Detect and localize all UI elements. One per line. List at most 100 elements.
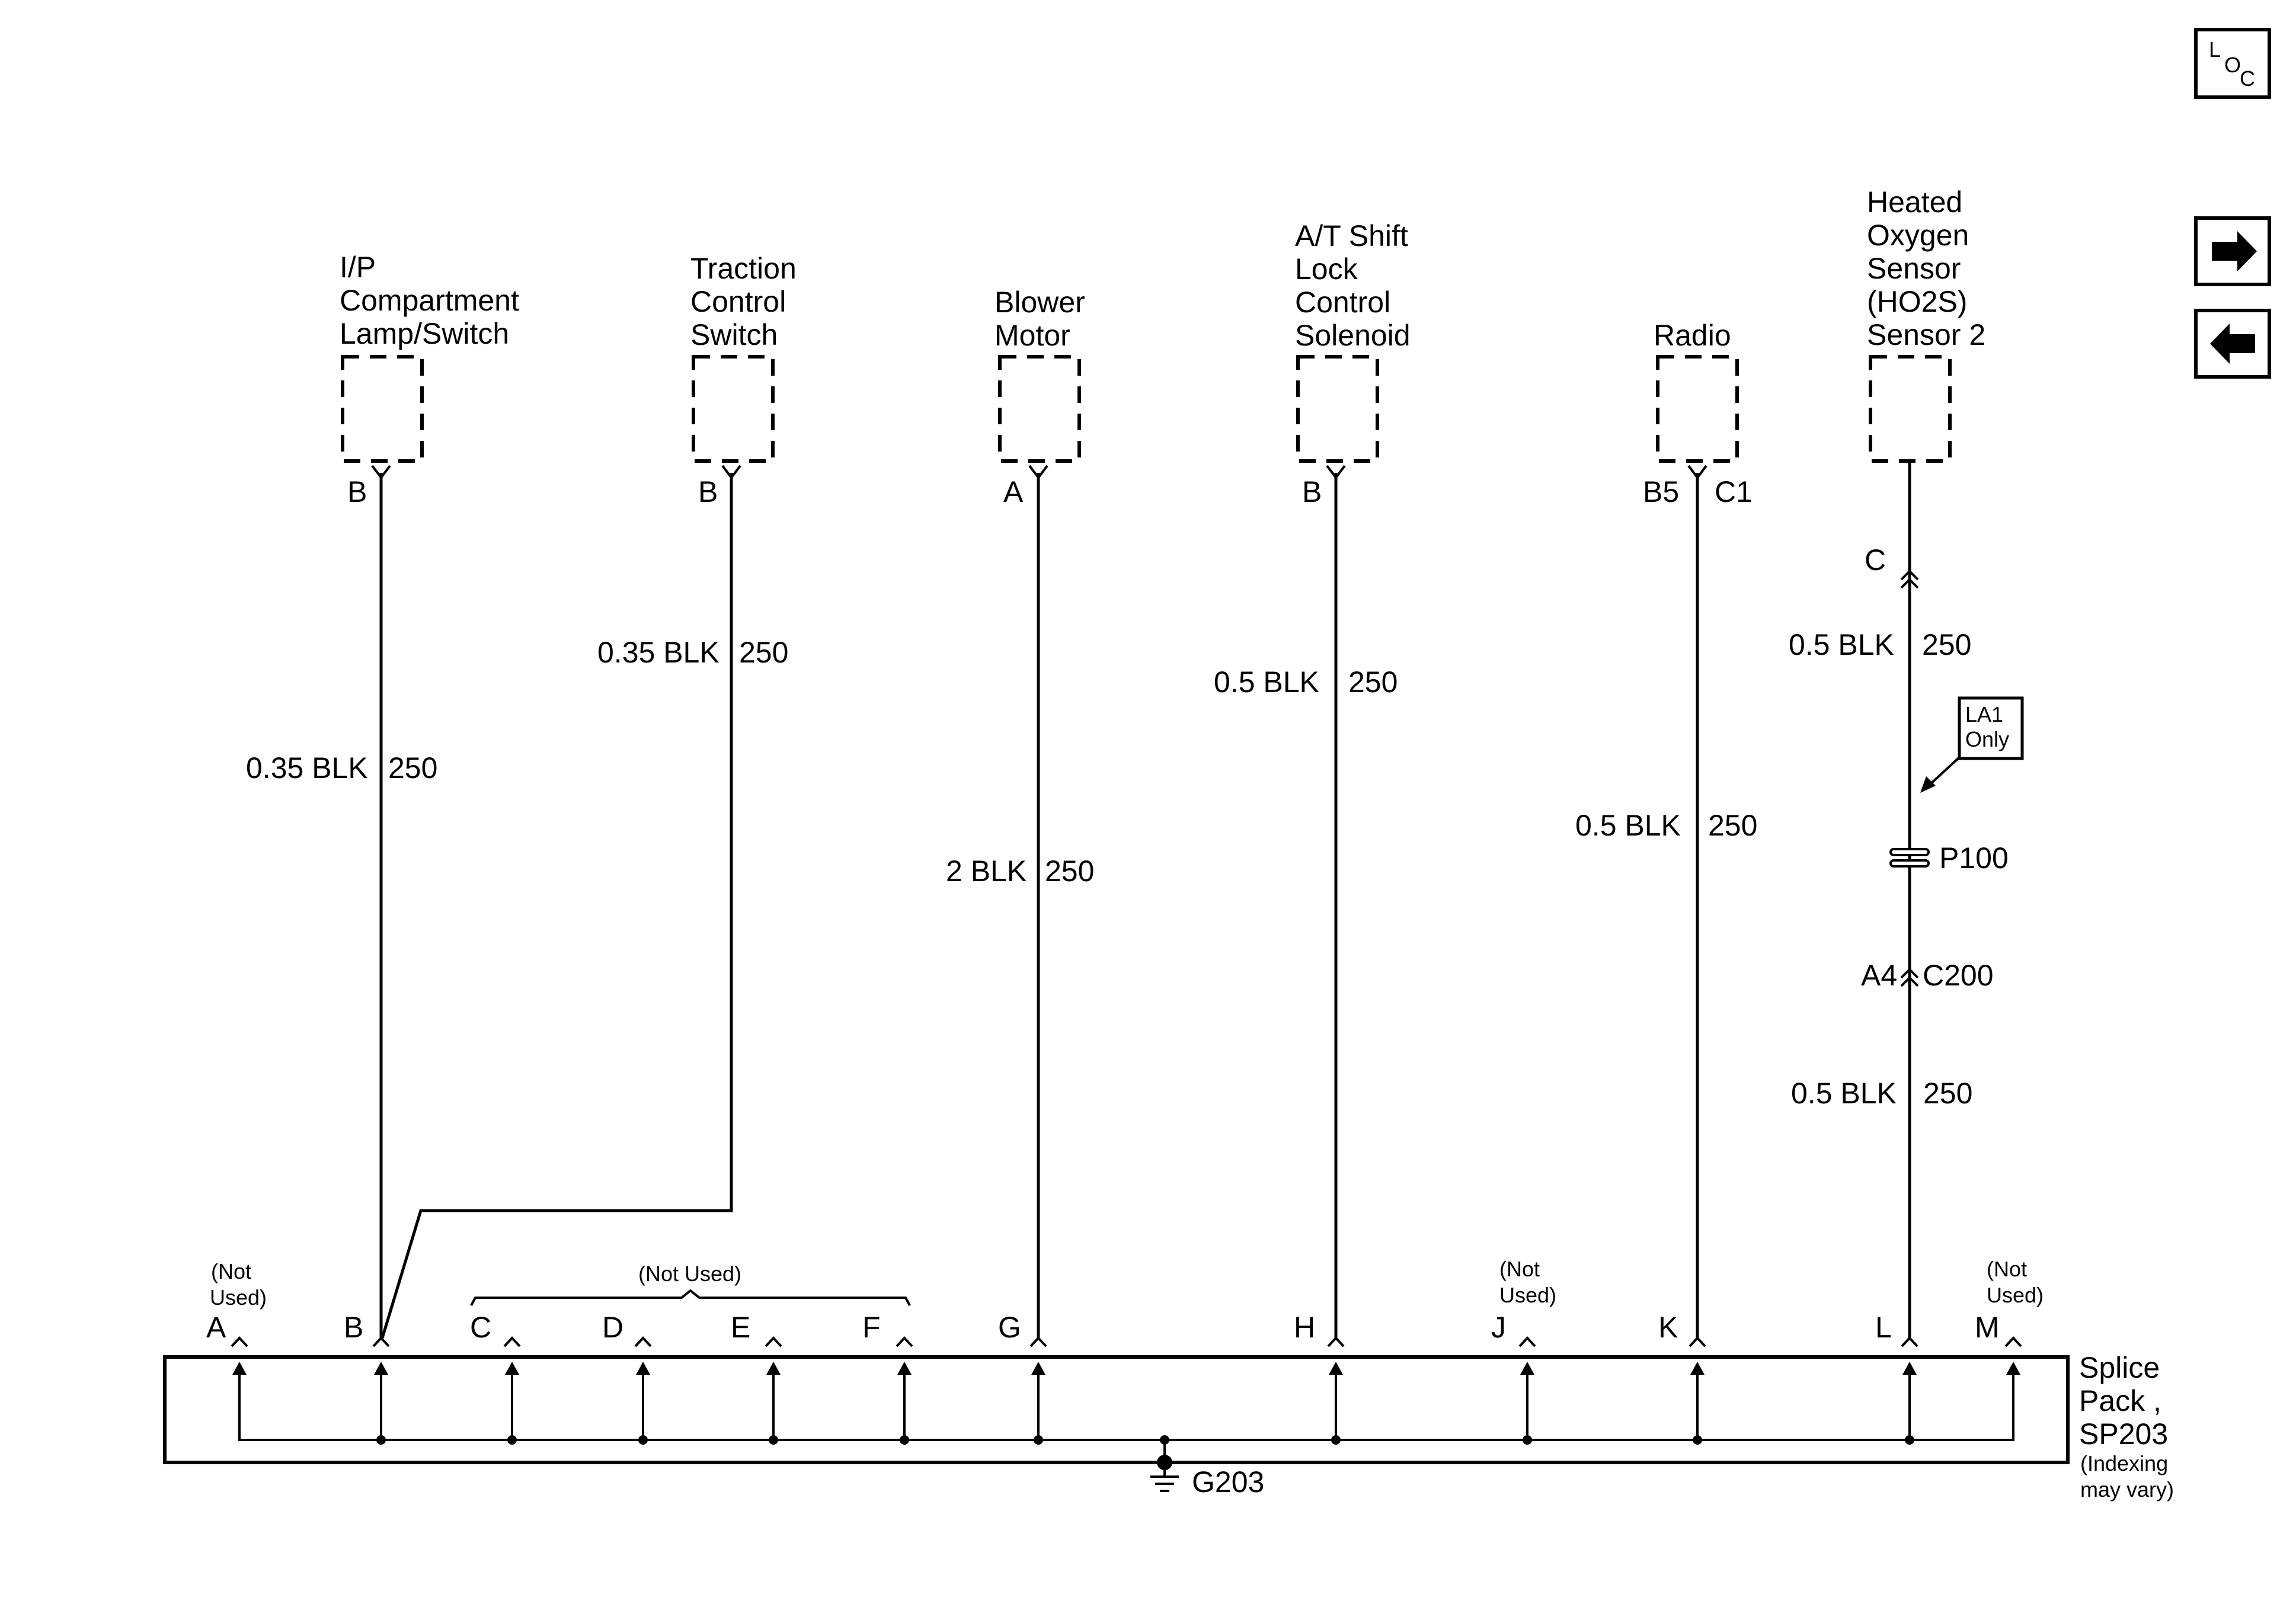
splice-pin-connector-icon bbox=[1901, 1336, 1918, 1347]
connector-fork-icon bbox=[371, 465, 391, 480]
connector-chevron-icon bbox=[1900, 569, 1919, 589]
splice-pin-arrow-icon bbox=[766, 1362, 781, 1375]
loc-letter-l: L bbox=[2209, 37, 2221, 62]
ground-icon bbox=[1150, 1475, 1179, 1492]
splice-pin-label: J bbox=[1491, 1311, 1506, 1344]
splice-pin-label: F bbox=[862, 1311, 881, 1344]
connector-chevron-icon bbox=[1900, 968, 1919, 987]
pointer-arrow-icon bbox=[1927, 756, 1961, 787]
component-title: Traction Control Switch bbox=[690, 252, 805, 351]
pin-label: B5 bbox=[1643, 475, 1679, 508]
splice-pin-arrow-icon bbox=[2006, 1362, 2020, 1375]
circuit-number: 250 bbox=[1923, 1077, 1972, 1110]
splice-pin-e: E bbox=[731, 1311, 782, 1445]
splice-pin-connector-icon bbox=[1689, 1336, 1706, 1347]
circuit-number: 250 bbox=[1708, 809, 1757, 842]
wire-traction-control: 0.35 BLK 250 bbox=[380, 465, 788, 1339]
splice-pin-b: B bbox=[344, 1311, 390, 1445]
arrow-left-icon bbox=[2210, 324, 2255, 364]
circuit-number: 250 bbox=[739, 636, 788, 669]
splice-pack-outline bbox=[163, 1355, 2070, 1464]
wire-blower-motor: 2 BLK 250 bbox=[946, 465, 1094, 1340]
not-used-note-a: (Not Used) bbox=[210, 1259, 267, 1310]
splice-pin-label: H bbox=[1294, 1311, 1315, 1344]
location-view-button[interactable]: L O C bbox=[2194, 28, 2271, 99]
component-title: Blower Motor bbox=[994, 286, 1093, 352]
splice-pack-name: Splice Pack , SP203 bbox=[2079, 1351, 2170, 1451]
splice-pin-label: K bbox=[1658, 1311, 1678, 1344]
wire-size: 0.5 BLK bbox=[1791, 1077, 1897, 1110]
splice-pin-connector-icon bbox=[634, 1336, 652, 1347]
component-outline bbox=[998, 355, 1081, 463]
component-radio: Radio B5 C1 bbox=[1643, 319, 1753, 508]
splice-pin-k: K bbox=[1658, 1311, 1706, 1445]
wire-radio: 0.5 BLK 250 bbox=[1575, 465, 1757, 1340]
previous-page-button[interactable] bbox=[2194, 309, 2271, 379]
pin-label: B bbox=[698, 475, 718, 508]
loc-letter-o: O bbox=[2224, 53, 2241, 77]
circuit-number: 250 bbox=[388, 751, 437, 785]
splice-pin-label: B bbox=[344, 1311, 363, 1344]
connector-pin: A4 bbox=[1861, 959, 1897, 992]
component-outline bbox=[1869, 355, 1952, 463]
wire-size: 2 BLK bbox=[946, 854, 1027, 888]
splice-pack-note: (Indexing may vary) bbox=[2080, 1451, 2174, 1502]
splice-junction-dot bbox=[638, 1435, 648, 1445]
connector-c200: A4 C200 bbox=[1861, 959, 1994, 992]
splice-pin-j: J bbox=[1491, 1311, 1536, 1445]
component-outline bbox=[692, 355, 775, 463]
splice-pin-connector-icon bbox=[1327, 1336, 1345, 1347]
splice-pin-h: H bbox=[1294, 1311, 1345, 1445]
arrow-right-icon bbox=[2212, 231, 2257, 271]
splice-pin-label: A bbox=[206, 1311, 226, 1344]
ground-node bbox=[1157, 1455, 1172, 1470]
arrowhead-icon bbox=[1920, 776, 1936, 793]
splice-pin-label: L bbox=[1875, 1311, 1892, 1344]
splice-pin-m: M bbox=[1975, 1311, 2022, 1440]
wire-ho2s: C 0.5 BLK 250 LA1 Only P100 A4 C200 0.5 … bbox=[1789, 461, 2024, 1340]
component-title: I/P Compartment Lamp/Switch bbox=[340, 251, 527, 350]
pin-label: B bbox=[1302, 475, 1322, 508]
splice-pin-arrow-icon bbox=[1031, 1362, 1045, 1375]
splice-pin-g: G bbox=[998, 1311, 1047, 1445]
splice-pin-arrow-icon bbox=[232, 1362, 247, 1375]
splice-pin-label: E bbox=[731, 1311, 750, 1344]
loc-letter-c: C bbox=[2240, 66, 2255, 91]
splice-pin-label: M bbox=[1975, 1311, 2000, 1344]
not-used-note-j: (Not Used) bbox=[1499, 1257, 1556, 1307]
wire-at-shift-lock: 0.5 BLK 250 bbox=[1214, 465, 1398, 1340]
connector-fork-icon bbox=[1326, 465, 1346, 480]
splice-pin-connector-icon bbox=[231, 1336, 248, 1347]
connector-fork-icon bbox=[721, 465, 741, 480]
wire-ip-compartment: 0.35 BLK 250 bbox=[246, 465, 437, 1340]
component-traction-control-switch: Traction Control Switch B bbox=[690, 252, 805, 508]
splice-junction-dot bbox=[1693, 1435, 1702, 1445]
splice-pin-arrow-icon bbox=[636, 1362, 650, 1375]
component-at-shift-lock-control-solenoid: A/T Shift Lock Control Solenoid B bbox=[1295, 219, 1411, 508]
splice-pin-f: F bbox=[862, 1311, 913, 1445]
component-blower-motor: Blower Motor A bbox=[994, 286, 1093, 508]
pin-label: C bbox=[1865, 543, 1886, 577]
pin-label: A bbox=[1003, 475, 1024, 508]
splice-pin-connector-icon bbox=[372, 1336, 390, 1347]
svg-text:LA1: LA1 bbox=[1965, 702, 2003, 726]
not-used-note-group: (Not Used) bbox=[638, 1262, 741, 1286]
wire-size: 0.5 BLK bbox=[1214, 665, 1319, 699]
component-title: Heated Oxygen Sensor (HO2S) Sensor 2 bbox=[1867, 185, 1985, 351]
circuit-number: 250 bbox=[1348, 665, 1398, 699]
splice-junction-dot bbox=[1523, 1435, 1532, 1445]
splice-pin-arrow-icon bbox=[1902, 1362, 1917, 1375]
not-used-note-m: (Not Used) bbox=[1987, 1257, 2044, 1307]
svg-text:Only: Only bbox=[1965, 727, 2009, 751]
splice-junction-dot bbox=[376, 1435, 386, 1445]
wire-size: 0.35 BLK bbox=[246, 751, 368, 785]
splice-pin-label: D bbox=[602, 1311, 623, 1344]
connector-fork-icon bbox=[1028, 465, 1048, 480]
pass-through-p100: P100 bbox=[1889, 841, 2009, 875]
splice-pin-arrow-icon bbox=[1520, 1362, 1534, 1375]
splice-junction-dot bbox=[900, 1435, 909, 1445]
wire-size: 0.5 BLK bbox=[1575, 809, 1681, 842]
next-page-button[interactable] bbox=[2194, 216, 2271, 286]
